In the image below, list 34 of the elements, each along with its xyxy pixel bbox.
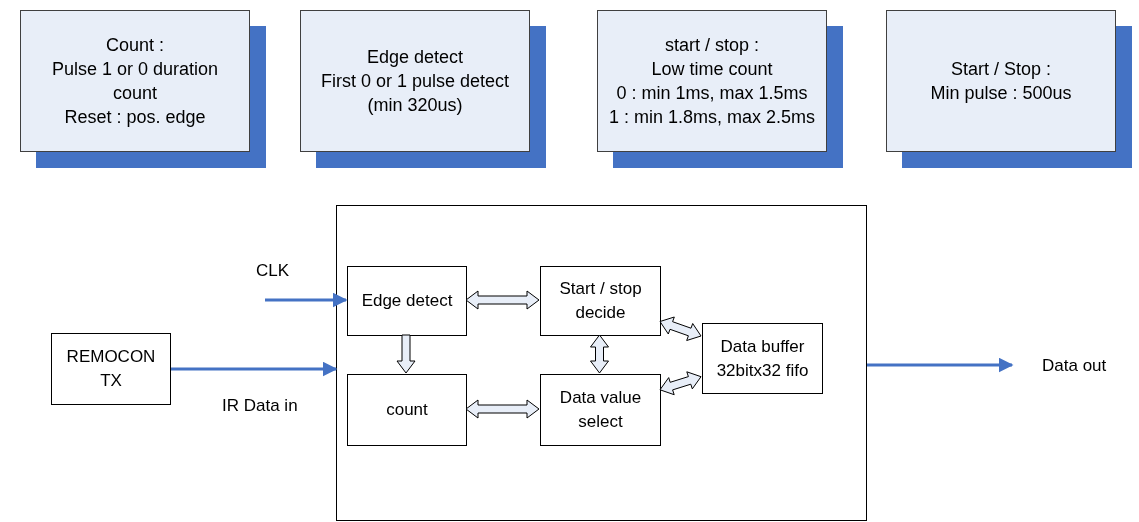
block-box: [702, 323, 823, 394]
card-text: Count :: [105, 34, 164, 57]
block-box: [347, 266, 467, 336]
signal-arrow: [867, 357, 1014, 373]
block-box: [540, 374, 661, 446]
signal-arrow: [171, 361, 338, 377]
card-text: Pulse 1 or 0 duration count: [50, 58, 220, 105]
block-label: Edge detect: [361, 290, 453, 312]
block-label: Start / stop decide: [558, 278, 643, 324]
block-box: [347, 374, 467, 446]
card-text: start / stop :: [664, 34, 759, 57]
card-text: Min pulse : 500us: [930, 82, 1072, 105]
block-box: [540, 266, 661, 336]
block-arrow: [590, 334, 609, 374]
signal-arrow: [265, 292, 348, 308]
card-text: 0 : min 1ms, max 1.5ms: [616, 82, 808, 105]
card-text: (min 320us): [367, 94, 463, 117]
block-arrow: [465, 399, 540, 419]
block-label: REMOCON TX: [65, 346, 157, 392]
card-text: First 0 or 1 pulse detect: [320, 70, 510, 93]
block-arrow: [659, 316, 702, 341]
block-label: Data buffer 32bitx32 fifo: [715, 335, 810, 382]
card-text: Low time count: [651, 58, 773, 81]
block-label: count: [386, 399, 428, 421]
card-text: Reset : pos. edge: [64, 106, 206, 129]
block-arrow: [396, 334, 416, 374]
card-text: Edge detect: [366, 46, 464, 69]
block-arrow: [659, 371, 702, 396]
block-arrow: [465, 290, 540, 310]
block-label: Data value select: [558, 387, 643, 433]
system-box: [336, 205, 867, 521]
card-text: Start / Stop :: [950, 58, 1051, 81]
card-text: 1 : min 1.8ms, max 2.5ms: [608, 106, 816, 129]
block-box: [51, 333, 171, 405]
